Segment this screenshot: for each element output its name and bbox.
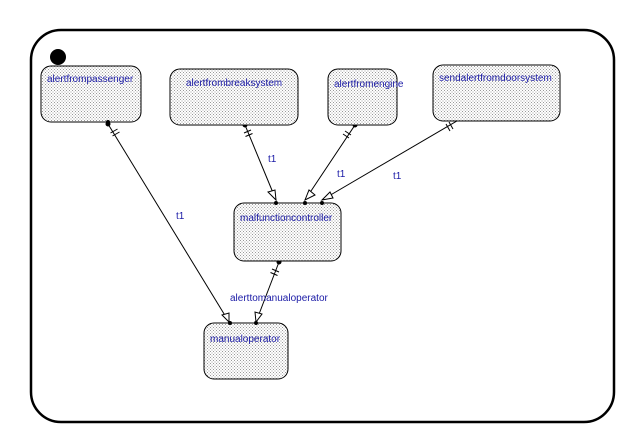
transition-alertfrombreaksystem-to-malfunctioncontroller[interactable] bbox=[242, 122, 277, 202]
state-label: manualoperator bbox=[210, 334, 281, 345]
transition-alertfrompassenger-to-manualoperator[interactable] bbox=[105, 121, 230, 324]
state-label: malfunctioncontroller bbox=[240, 213, 333, 224]
state-sendalertfromdoorsystem[interactable]: sendalertfromdoorsystem bbox=[432, 64, 561, 122]
state-label: sendalertfromdoorsystem bbox=[439, 73, 552, 84]
state-manualoperator[interactable]: manualoperator bbox=[203, 321, 289, 380]
state-alertfrombreaksystem[interactable]: alertfrombreaksystem bbox=[169, 68, 299, 126]
state-label: alertfrompassenger bbox=[47, 74, 134, 85]
state-malfunctioncontroller[interactable]: malfunctioncontroller bbox=[233, 201, 342, 262]
state-label: alertfromengine bbox=[334, 79, 404, 90]
transition-label: t1 bbox=[176, 211, 185, 222]
transition-label: t1 bbox=[393, 171, 402, 182]
state-alertfromengine[interactable]: alertfromengine bbox=[327, 68, 404, 126]
state-alertfrompassenger[interactable]: alertfrompassenger bbox=[40, 65, 142, 124]
transition-label: t1 bbox=[337, 169, 346, 180]
state-label: alertfrombreaksystem bbox=[186, 78, 282, 89]
initial-state-marker bbox=[50, 49, 66, 65]
transition-label: t1 bbox=[268, 154, 277, 165]
transition-label: alerttomanualoperator bbox=[230, 293, 329, 304]
